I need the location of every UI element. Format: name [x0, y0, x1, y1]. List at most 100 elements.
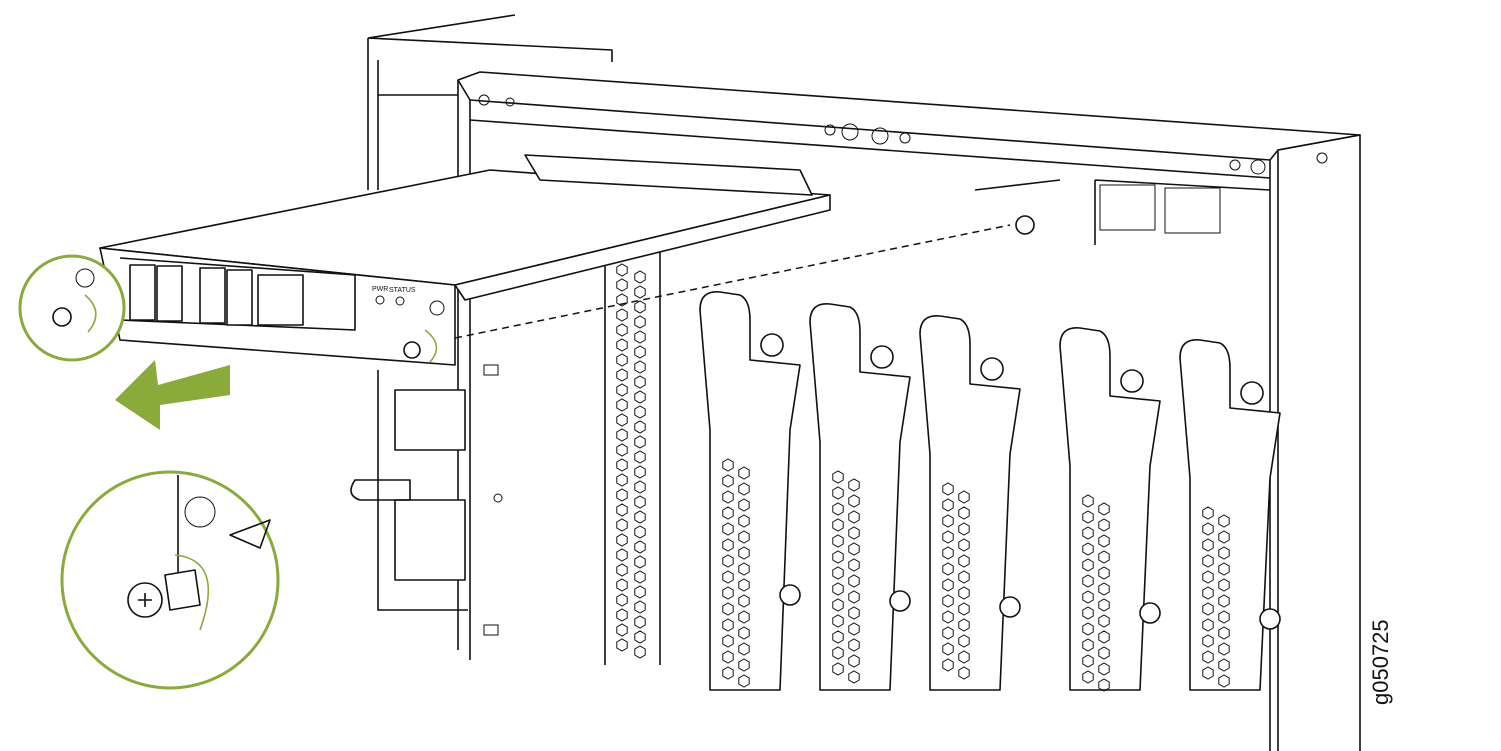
vent-hole: [722, 522, 734, 536]
vent-hole: [738, 498, 750, 512]
vent-hole: [1202, 618, 1214, 632]
vent-hole: [1218, 610, 1230, 624]
vent-hole: [832, 630, 844, 644]
vent-hole: [616, 533, 628, 547]
vent-hole: [848, 622, 860, 636]
vent-hole: [616, 518, 628, 532]
vent-hole: [1218, 546, 1230, 560]
vent-hole: [738, 514, 750, 528]
vent-hole: [616, 323, 628, 337]
vent-hole: [722, 490, 734, 504]
vent-hole: [616, 263, 628, 277]
screw-callout-small: [18, 254, 126, 362]
vent-hole: [1202, 634, 1214, 648]
vent-hole: [1218, 578, 1230, 592]
vent-hole: [634, 270, 646, 284]
vent-hole: [634, 315, 646, 329]
vent-hole: [722, 474, 734, 488]
vent-hole: [616, 443, 628, 457]
vent-hole: [942, 530, 954, 544]
vent-hole: [1218, 642, 1230, 656]
vent-hole: [616, 368, 628, 382]
vent-hole: [832, 550, 844, 564]
vent-hole: [634, 360, 646, 374]
vent-hole: [634, 285, 646, 299]
vent-hole: [738, 610, 750, 624]
vent-hole: [848, 558, 860, 572]
vent-hole: [848, 510, 860, 524]
vent-hole: [958, 490, 970, 504]
removal-direction-arrow: [115, 360, 230, 430]
vent-hole: [1082, 542, 1094, 556]
ejector-screw-icon: [1240, 381, 1264, 405]
vent-hole: [616, 398, 628, 412]
vent-hole: [942, 610, 954, 624]
vent-hole: [942, 498, 954, 512]
vent-hole: [958, 650, 970, 664]
vent-hole: [1082, 558, 1094, 572]
vent-hole: [634, 465, 646, 479]
ventilation-pattern: [616, 263, 646, 659]
vent-hole: [1218, 594, 1230, 608]
vent-hole: [616, 623, 628, 637]
vent-hole: [738, 674, 750, 688]
ejector-screw-icon: [760, 333, 784, 357]
vent-hole: [942, 578, 954, 592]
vent-hole: [942, 546, 954, 560]
vent-hole: [738, 546, 750, 560]
vent-hole: [722, 618, 734, 632]
vent-hole: [616, 413, 628, 427]
ejector-screw-icon: [870, 345, 894, 369]
vent-hole: [1202, 650, 1214, 664]
vent-hole: [616, 488, 628, 502]
vent-hole: [958, 506, 970, 520]
card-screw-icon: [889, 590, 911, 612]
removed-module: PWR STATUS: [99, 154, 831, 366]
vent-hole: [1098, 518, 1110, 532]
vent-hole: [616, 308, 628, 322]
vent-hole: [634, 375, 646, 389]
vent-hole: [634, 495, 646, 509]
card-screw-icon: [779, 584, 801, 606]
vent-hole: [722, 554, 734, 568]
vent-hole: [634, 345, 646, 359]
vent-hole: [722, 506, 734, 520]
vent-hole: [958, 570, 970, 584]
vent-hole: [1218, 514, 1230, 528]
vent-hole: [848, 526, 860, 540]
slot-card: [919, 315, 1021, 691]
vent-hole: [616, 548, 628, 562]
vent-hole: [1082, 638, 1094, 652]
figure-id: g050725: [1368, 619, 1393, 705]
vent-hole: [634, 330, 646, 344]
vent-hole: [958, 538, 970, 552]
vent-hole: [1098, 550, 1110, 564]
ejector-screw-icon: [980, 357, 1004, 381]
vent-hole: [634, 615, 646, 629]
vent-hole: [958, 634, 970, 648]
vent-hole: [616, 458, 628, 472]
vent-hole: [848, 574, 860, 588]
vent-hole: [616, 293, 628, 307]
captive-screw-icon: [403, 341, 421, 359]
vent-hole: [616, 278, 628, 292]
vent-hole: [634, 435, 646, 449]
vent-hole: [958, 666, 970, 680]
vent-hole: [1202, 570, 1214, 584]
vent-hole: [616, 563, 628, 577]
vent-hole: [634, 450, 646, 464]
status-led: [395, 296, 405, 306]
vent-hole: [832, 566, 844, 580]
vent-hole: [616, 638, 628, 652]
vent-hole: [1098, 534, 1110, 548]
vent-hole: [1098, 566, 1110, 580]
vent-hole: [722, 586, 734, 600]
vent-hole: [722, 538, 734, 552]
vent-hole: [832, 582, 844, 596]
vent-hole: [1098, 678, 1110, 692]
vent-hole: [942, 626, 954, 640]
vent-hole: [848, 494, 860, 508]
vent-hole: [1098, 598, 1110, 612]
slot-card: [809, 303, 911, 691]
